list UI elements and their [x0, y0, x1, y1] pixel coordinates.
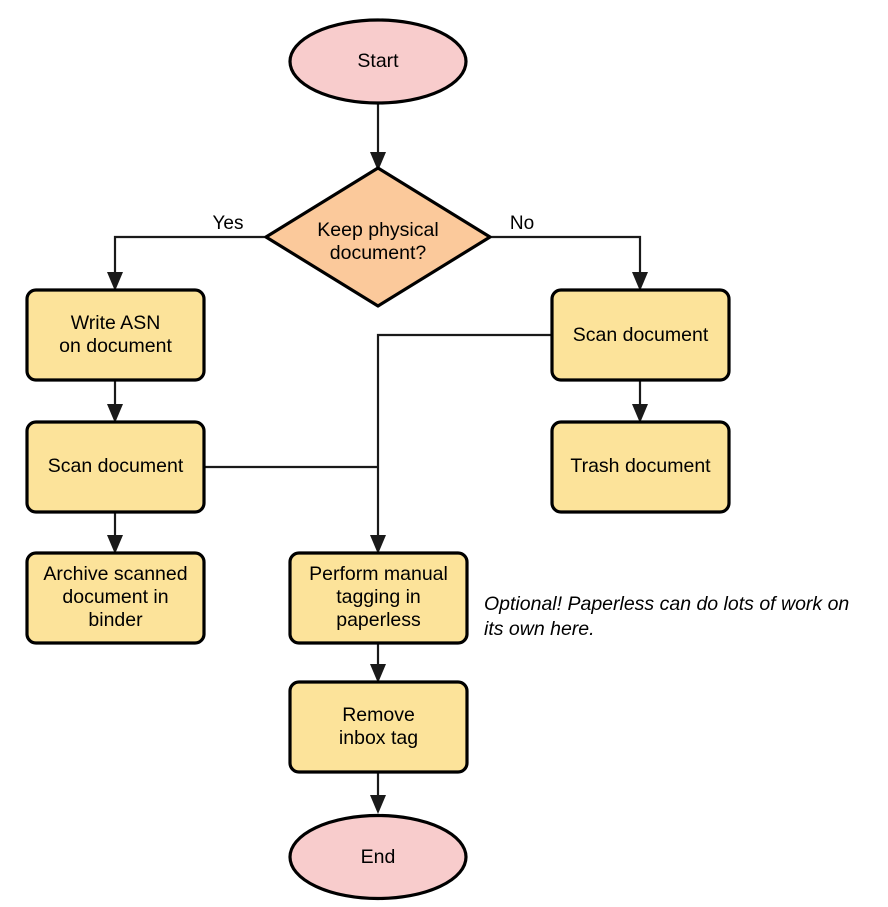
- scan-document-left-label: Scan document: [48, 455, 184, 477]
- end-label: End: [361, 846, 396, 868]
- arrowhead-yes: [107, 272, 123, 291]
- edge-scan-left-to-archive: [107, 512, 123, 554]
- write-asn-label-line1: Write ASN: [71, 312, 161, 334]
- node-decision-keep-physical-document[interactable]: Keep physical document?: [264, 166, 492, 308]
- archive-label-line2: document in: [62, 586, 168, 608]
- edges-layer: Yes No: [107, 103, 648, 814]
- edge-tagging-to-remove-inbox: [370, 644, 386, 683]
- node-trash-document[interactable]: Trash document: [550, 420, 731, 514]
- node-remove-inbox-tag[interactable]: Remove inbox tag: [288, 680, 469, 774]
- arrowhead-scanleft-archive: [107, 535, 123, 554]
- nodes-layer: Start Keep physical document? Write ASN …: [25, 18, 731, 901]
- scan-document-right-label: Scan document: [573, 324, 709, 346]
- node-write-asn[interactable]: Write ASN on document: [25, 288, 206, 382]
- node-archive-scanned-document[interactable]: Archive scanned document in binder: [25, 551, 206, 645]
- tagging-label-line3: paperless: [336, 609, 421, 631]
- write-asn-label-line2: on document: [59, 335, 172, 357]
- edge-scan-right-to-tagging: [370, 333, 552, 554]
- start-label: Start: [357, 50, 399, 72]
- arrowhead-tagging-remove: [370, 664, 386, 683]
- edge-label-yes: Yes: [213, 213, 244, 234]
- arrowhead-start-decision: [370, 152, 386, 171]
- decision-label-line1: Keep physical: [317, 219, 438, 241]
- node-perform-manual-tagging[interactable]: Perform manual tagging in paperless: [288, 551, 469, 645]
- arrowhead-writeasn-scanleft: [107, 404, 123, 423]
- arrowhead-no: [632, 272, 648, 291]
- edge-remove-inbox-to-end: [370, 772, 386, 814]
- scan-document-left-box-shape[interactable]: [25, 420, 206, 514]
- annotation-line2: its own here.: [484, 618, 595, 640]
- arrowhead-merge-tagging: [370, 535, 386, 554]
- archive-label-line3: binder: [88, 609, 143, 631]
- tagging-label-line1: Perform manual: [309, 563, 448, 585]
- node-scan-document-right[interactable]: Scan document: [550, 288, 731, 382]
- trash-document-box-shape[interactable]: [550, 420, 731, 514]
- trash-document-label: Trash document: [570, 455, 711, 477]
- tagging-label-line2: tagging in: [336, 586, 421, 608]
- arrowhead-scanright-trash: [632, 404, 648, 423]
- scan-document-right-box-shape[interactable]: [550, 288, 731, 382]
- write-asn-box-shape[interactable]: [25, 288, 206, 382]
- edge-scan-right-to-trash: [632, 380, 648, 423]
- node-scan-document-left[interactable]: Scan document: [25, 420, 206, 514]
- arrowhead-remove-end: [370, 795, 386, 814]
- decision-diamond-shape[interactable]: [264, 166, 492, 308]
- edge-start-to-decision: [370, 103, 386, 171]
- edge-line-yes: [113, 235, 266, 280]
- edge-line-scanright-tagging: [376, 333, 552, 543]
- decision-label-line2: document?: [330, 242, 427, 264]
- edge-label-no: No: [510, 213, 534, 234]
- annotation-line1: Optional! Paperless can do lots of work …: [484, 593, 849, 615]
- edge-line-no: [490, 235, 642, 280]
- remove-inbox-label-line1: Remove: [342, 704, 415, 726]
- archive-box-shape[interactable]: [25, 551, 206, 645]
- remove-inbox-tag-box-shape[interactable]: [288, 680, 469, 774]
- start-ellipse-shape[interactable]: [288, 18, 468, 105]
- edge-write-asn-to-scan-left: [107, 380, 123, 423]
- node-start[interactable]: Start: [288, 18, 468, 105]
- edge-decision-yes-to-write-asn: Yes: [107, 213, 266, 291]
- remove-inbox-label-line2: inbox tag: [339, 727, 418, 749]
- tagging-box-shape[interactable]: [288, 551, 469, 645]
- archive-label-line1: Archive scanned: [43, 563, 187, 585]
- edge-decision-no-to-scan-right: No: [490, 213, 648, 291]
- annotation-optional-note: Optional! Paperless can do lots of work …: [484, 593, 849, 640]
- node-end[interactable]: End: [288, 813, 468, 901]
- end-ellipse-shape[interactable]: [288, 813, 468, 901]
